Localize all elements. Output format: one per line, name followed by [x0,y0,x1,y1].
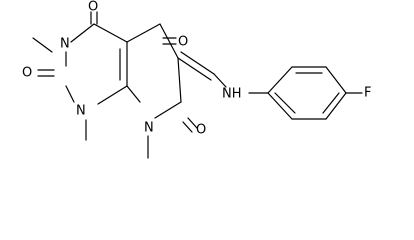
bond-c7-n8 [154,101,182,119]
bond-c7-o7-a [187,117,198,129]
bond-n3-c4 [70,23,95,43]
bond-n8-c8a [126,85,141,103]
atom-n8: N [144,121,154,136]
atom-f: F [364,86,371,101]
bond-ph-6-1 [267,92,293,120]
atom-o5: O [178,35,188,50]
bond-ph-inner-b [322,92,340,114]
atom-n3: N [60,37,70,52]
atom-labels: N N N NH F O O O O [22,0,371,138]
molecule-structure: N N N NH F O O O O [22,0,371,159]
bond-n1-c2 [65,85,75,103]
atom-n1: N [76,104,86,119]
bond-c5-c6 [159,23,179,59]
bond-ph-3-4 [325,66,347,94]
bonds [32,11,363,159]
bond-c8a-n1 [97,85,128,105]
atom-o4: O [88,0,98,15]
atom-o7: O [196,123,206,138]
bond-c4-c4a [93,23,128,43]
bond-c4a-c5 [126,23,161,43]
bond-c7-o7-b [182,121,193,133]
bond-ch-nh [213,73,227,88]
bond-c6-ch-b [180,51,215,75]
atom-o2: O [22,66,32,81]
bond-n3-methyl [32,37,53,53]
bond-c6-c7 [177,57,182,103]
bond-ph-4-5 [325,92,347,120]
bond-c6-ch-a [177,57,212,81]
bond-ph-inner-c [274,92,296,114]
bond-ph-1-2 [267,66,293,94]
atom-nh: NH [222,87,242,102]
